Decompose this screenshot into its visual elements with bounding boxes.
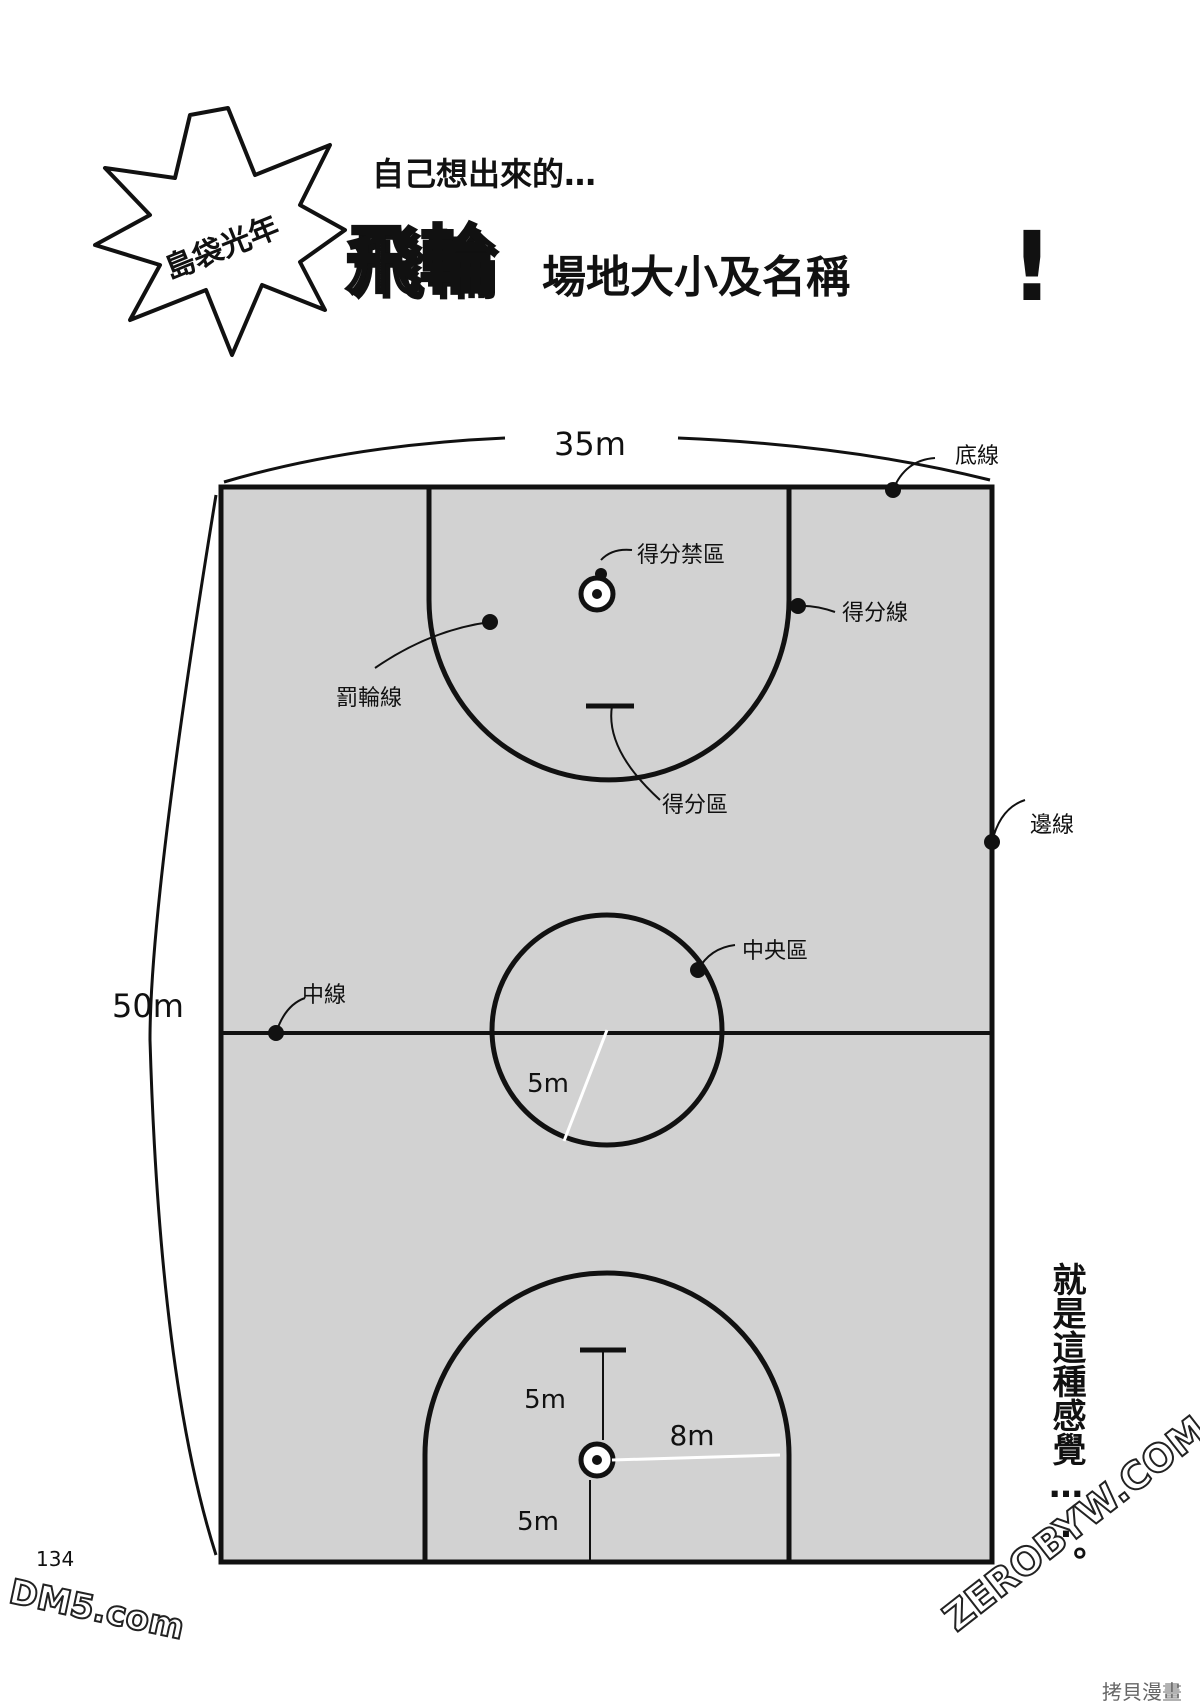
- arc-radius-label: 8m: [669, 1419, 714, 1452]
- title-bold-shadow: 飛輪: [352, 224, 500, 310]
- center-circle: [489, 912, 725, 1148]
- top-target-inner: [592, 589, 602, 599]
- label-score-line: 得分線: [842, 601, 908, 626]
- corner-watermark: 拷貝漫畫: [1102, 1680, 1182, 1704]
- bottom-key-arc: [422, 1270, 792, 1562]
- width-dimension-left: [223, 436, 506, 484]
- label-no-score-zone: 得分禁區: [637, 543, 725, 568]
- goal-bottom-label: 5m: [517, 1507, 559, 1537]
- bottom-target-inner: [592, 1455, 602, 1465]
- title-rest: 場地大小及名稱: [542, 252, 850, 303]
- title-exclaim: !: [1010, 211, 1054, 323]
- subtitle: 自己想出來的…: [372, 155, 596, 193]
- side-note: 就是這種感覺….。: [1046, 1262, 1086, 1580]
- center-radius-label: 5m: [527, 1069, 569, 1099]
- label-sideline: 邊線: [1030, 813, 1074, 838]
- court-surface: [218, 484, 995, 1565]
- top-key-arc: [426, 487, 792, 783]
- center-radius-line: [562, 1029, 609, 1142]
- arc-radius-line: [611, 1453, 781, 1462]
- label-midline: 中線: [302, 983, 346, 1008]
- length-dimension: [148, 494, 218, 1556]
- page-number: 134: [36, 1547, 74, 1571]
- goal-top-label: 5m: [524, 1385, 566, 1415]
- width-label: 35m: [554, 425, 626, 463]
- label-penalty-line: 罰輪線: [336, 686, 402, 711]
- width-dimension-right: [677, 436, 991, 482]
- title-bold: 飛輪: [346, 218, 494, 304]
- starburst-badge: [93, 106, 347, 357]
- label-score-zone: 得分區: [662, 793, 728, 818]
- length-label: 50m: [112, 987, 184, 1025]
- label-baseline: 底線: [955, 444, 999, 469]
- callout-dots: [268, 482, 1000, 1041]
- label-center-zone: 中央區: [742, 939, 808, 964]
